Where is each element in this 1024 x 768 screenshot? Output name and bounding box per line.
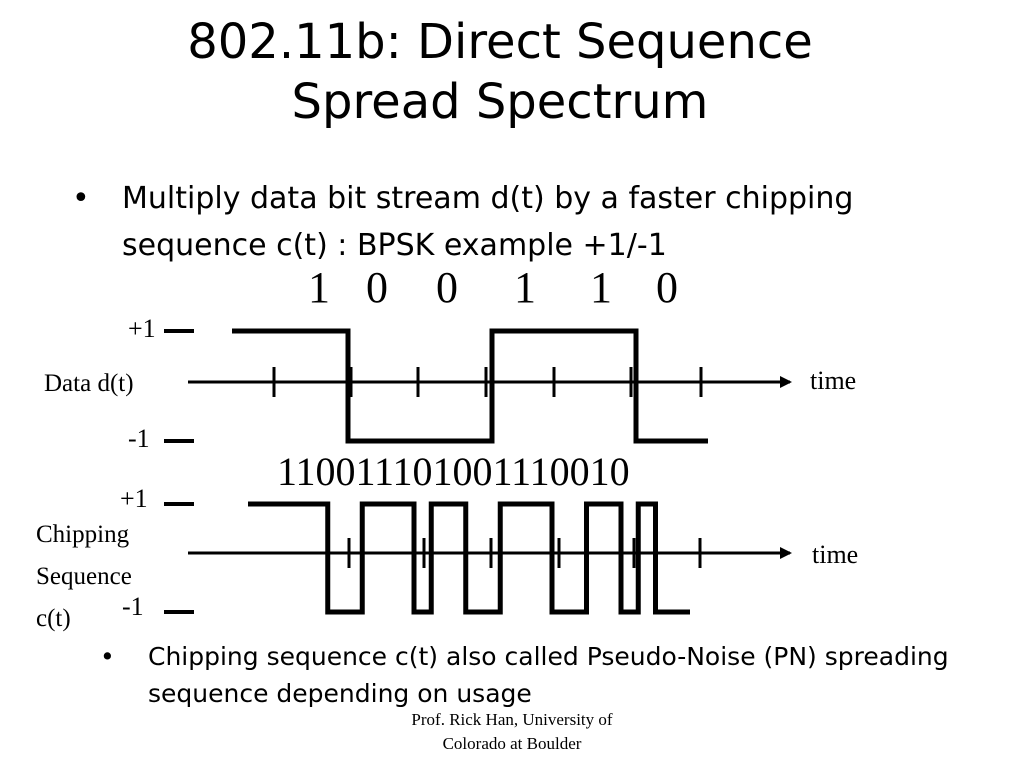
chip-waveform xyxy=(248,501,690,615)
data-bit-4: 1 xyxy=(514,263,536,312)
bullet-dot: • xyxy=(100,642,115,671)
chip-signal-plot xyxy=(164,501,792,615)
footer-line-2: Colorado at Boulder xyxy=(442,734,582,753)
title-line-1: 802.11b: Direct Sequence xyxy=(187,14,813,70)
data-plus-one-label: +1 xyxy=(128,314,156,343)
data-signal-plot xyxy=(164,328,792,444)
chip-sequence-text: 110011101001110010 xyxy=(277,449,630,494)
data-bit-2: 0 xyxy=(366,263,388,312)
data-signal-label: Data d(t) xyxy=(44,370,134,397)
footer-line-1: Prof. Rick Han, University of xyxy=(411,710,613,729)
chip-plus-one-label: +1 xyxy=(120,484,148,513)
chip-minus-one-label: -1 xyxy=(122,592,144,621)
slide-title: 802.11b: Direct Sequence Spread Spectrum xyxy=(0,12,1000,132)
slide-footer: Prof. Rick Han, University of Colorado a… xyxy=(362,708,662,756)
data-bit-5: 1 xyxy=(590,263,612,312)
chip-label-line-1: Chipping xyxy=(36,521,130,548)
chip-time-label: time xyxy=(812,540,859,569)
data-minus-one-label: -1 xyxy=(128,424,150,453)
bullet-1-text: Multiply data bit stream d(t) by a faste… xyxy=(122,181,854,263)
bullet-dot: • xyxy=(72,181,90,216)
data-waveform xyxy=(232,328,708,444)
title-line-2: Spread Spectrum xyxy=(291,74,709,130)
data-time-label: time xyxy=(810,366,857,395)
data-bit-1: 1 xyxy=(308,263,330,312)
chip-label-line-2: Sequence xyxy=(36,563,132,590)
chip-label-line-3: c(t) xyxy=(36,605,71,632)
data-bit-3: 0 xyxy=(436,263,458,312)
chip-signal-label: Chipping Sequence c(t) xyxy=(36,514,132,640)
bullet-2-text: Chipping sequence c(t) also called Pseud… xyxy=(148,642,949,708)
data-bit-6: 0 xyxy=(656,263,678,312)
